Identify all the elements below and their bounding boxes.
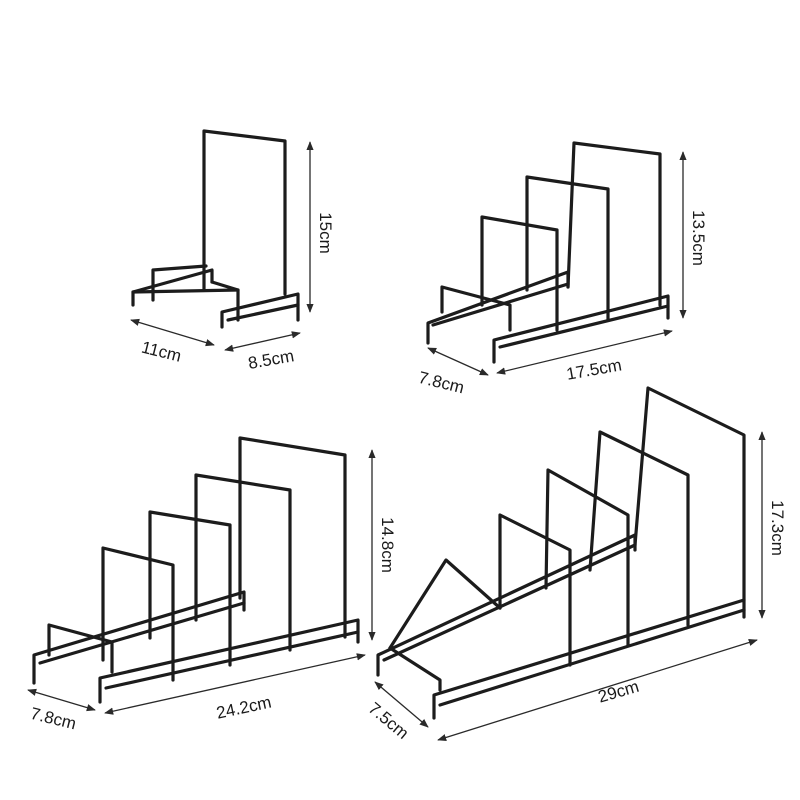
rack-3-slot: 13.5cm 7.8cm 17.5cm	[417, 141, 708, 398]
depth-dimension: 11cm	[130, 318, 215, 366]
depth-label: 7.5cm	[365, 699, 413, 743]
rack-5-slot: 17.3cm 7.5cm 29cm	[365, 386, 787, 743]
rack-wire-frame	[32, 436, 360, 704]
width-dimension: 8.5cm	[224, 331, 301, 373]
height-dimension: 14.8cm	[368, 449, 397, 641]
rack-wire-frame	[131, 129, 300, 329]
depth-label: 7.8cm	[29, 704, 79, 734]
rack-4-slot: 14.8cm 7.8cm 24.2cm	[27, 436, 397, 734]
depth-label: 7.8cm	[417, 368, 467, 398]
width-dimension: 24.2cm	[104, 653, 366, 723]
height-dimension: 17.3cm	[758, 431, 787, 619]
rack-wire-frame	[426, 141, 670, 364]
height-dimension: 15cm	[306, 141, 335, 313]
depth-dimension: 7.5cm	[365, 681, 429, 743]
height-dimension: 13.5cm	[679, 151, 708, 319]
width-dimension: 17.5cm	[496, 329, 673, 384]
height-label: 15cm	[316, 212, 335, 254]
depth-label: 11cm	[139, 338, 183, 366]
width-label: 8.5cm	[247, 346, 296, 373]
rack-1-slot: 15cm 11cm 8.5cm	[130, 129, 335, 373]
width-label: 17.5cm	[565, 355, 623, 383]
depth-dimension: 7.8cm	[27, 688, 96, 734]
depth-dimension: 7.8cm	[417, 347, 489, 398]
width-label: 29cm	[596, 677, 641, 707]
rack-wire-frame	[376, 386, 746, 720]
height-label: 17.3cm	[768, 500, 787, 556]
width-label: 24.2cm	[215, 693, 273, 723]
height-label: 14.8cm	[378, 517, 397, 573]
height-label: 13.5cm	[689, 210, 708, 266]
